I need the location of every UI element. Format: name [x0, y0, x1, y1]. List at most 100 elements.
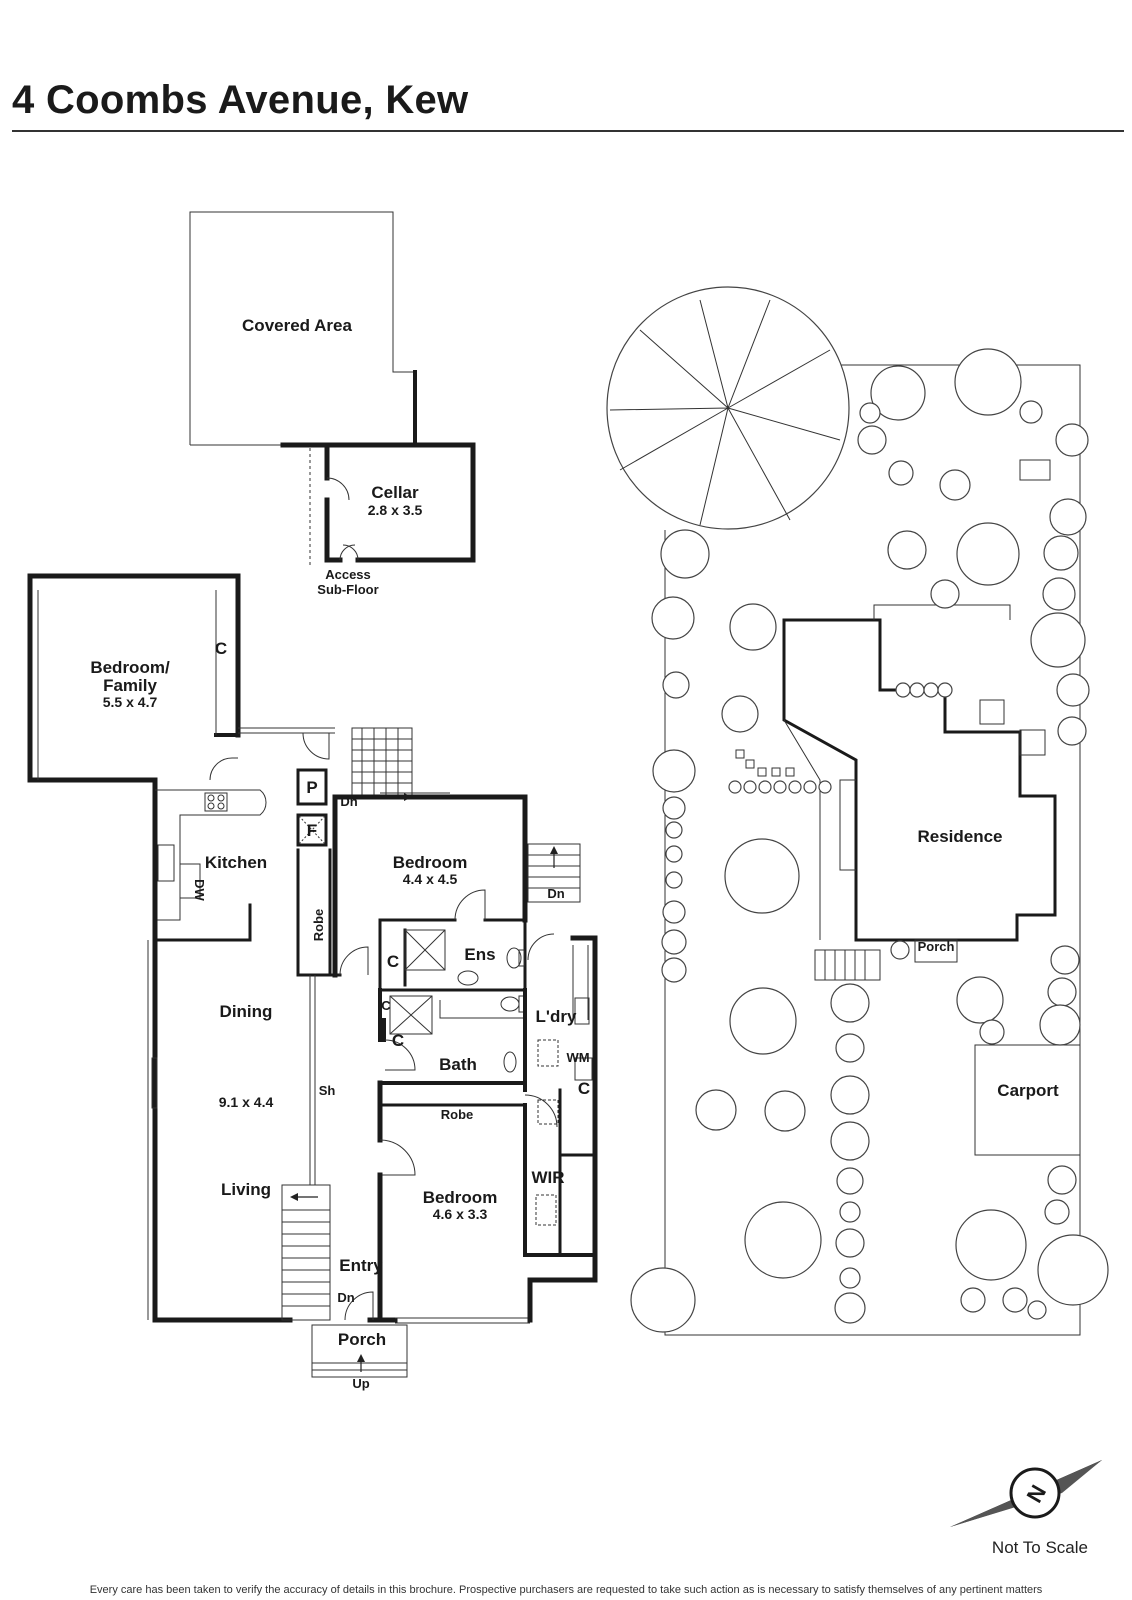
not-to-scale-label: Not To Scale — [991, 1538, 1088, 1557]
tree-icon — [764, 1090, 806, 1132]
tree-icon — [695, 1089, 737, 1131]
label-washing-machine: WM — [566, 1050, 589, 1065]
label-laundry: L'dry — [536, 1007, 577, 1026]
tree-icon — [662, 796, 686, 820]
label-dn-entry: Dn — [337, 1290, 354, 1305]
tree-icon — [830, 1121, 870, 1161]
label-dn-top: Dn — [340, 794, 357, 809]
stairs-dn-entry — [281, 1184, 331, 1321]
label-porch: Porch — [338, 1330, 386, 1349]
tree-icon — [1057, 716, 1087, 746]
tree-icon — [758, 780, 772, 794]
tree-icon — [1049, 498, 1087, 536]
large-tree-icon — [606, 286, 850, 530]
label-access: Access — [325, 567, 371, 582]
label-carport: Carport — [997, 1081, 1059, 1100]
tree-icon — [818, 780, 832, 794]
label-up: Up — [352, 1376, 369, 1391]
disclaimer-text: Every care has been taken to verify the … — [89, 1584, 1043, 1596]
tree-icon — [895, 682, 911, 698]
label-bedroom1-dim: 4.4 x 4.5 — [403, 871, 458, 887]
tree-icon — [724, 838, 800, 914]
tree-icon — [890, 940, 910, 960]
tree-icon — [939, 469, 971, 501]
tree-icon — [803, 780, 817, 794]
tree-icon — [665, 845, 683, 863]
tree-icon — [1019, 400, 1043, 424]
label-sub-floor: Sub-Floor — [317, 582, 378, 597]
tree-icon — [1030, 612, 1086, 668]
tree-icon — [960, 1287, 986, 1313]
tree-icon — [887, 530, 927, 570]
tree-icon — [956, 522, 1020, 586]
tree-icon — [660, 529, 710, 579]
site-plan: Residence Porch Carport — [606, 286, 1109, 1336]
label-bedroom1: Bedroom — [393, 853, 468, 872]
kitchen-bench — [155, 789, 267, 921]
label-cellar-dim: 2.8 x 3.5 — [368, 502, 423, 518]
tree-icon — [744, 1201, 822, 1279]
cellar-walls — [280, 442, 476, 563]
label-site-porch: Porch — [918, 939, 955, 954]
label-cellar: Cellar — [371, 483, 419, 502]
tree-icon — [870, 365, 926, 421]
tree-icon — [773, 780, 787, 794]
site-porch — [914, 939, 958, 963]
tree-icon — [1056, 673, 1090, 707]
tree-icon — [661, 929, 687, 955]
label-residence: Residence — [917, 827, 1002, 846]
tree-icon — [1050, 945, 1080, 975]
site-trees — [630, 348, 1109, 1333]
label-cupboard-laundry: C — [578, 1079, 590, 1098]
tree-icon — [1047, 977, 1077, 1007]
tree-icon — [836, 1167, 864, 1195]
tree-icon — [662, 671, 690, 699]
tree-icon — [1044, 1199, 1070, 1225]
tree-icon — [839, 1201, 861, 1223]
tree-icon — [1002, 1287, 1028, 1313]
label-shelves: Sh — [319, 1083, 336, 1098]
label-bath: Bath — [439, 1055, 477, 1074]
tree-icon — [923, 682, 939, 698]
tree-icon — [728, 780, 742, 794]
stairs-dn-side — [527, 843, 581, 903]
tree-icon — [652, 749, 696, 793]
label-cupboard-family: C — [215, 639, 227, 658]
tree-icon — [729, 603, 777, 651]
label-entry: Entry — [339, 1256, 383, 1275]
label-robe: Robe — [441, 1107, 474, 1122]
tree-icon — [662, 900, 686, 924]
tree-icon — [665, 821, 683, 839]
tree-icon — [729, 987, 797, 1055]
tree-icon — [930, 579, 960, 609]
label-cupboard-bath: C — [392, 1031, 404, 1050]
label-living: Living — [221, 1180, 271, 1199]
tree-icon — [955, 1209, 1027, 1281]
page-title: 4 Coombs Avenue, Kew — [12, 78, 469, 122]
label-wir: WIR — [531, 1168, 564, 1187]
label-ensuite: Ens — [464, 945, 495, 964]
tree-icon — [721, 695, 759, 733]
label-bedroom-family-1: Bedroom/ — [90, 658, 170, 677]
tree-icon — [1055, 423, 1089, 457]
tree-icon — [1037, 1234, 1109, 1306]
label-robe-vertical: Robe — [311, 909, 326, 942]
tree-icon — [956, 976, 1004, 1024]
tree-icon — [937, 682, 953, 698]
front-porch — [311, 1324, 408, 1378]
ensuite-walls — [378, 918, 527, 992]
tree-icon — [651, 596, 695, 640]
tree-icon — [835, 1033, 865, 1063]
label-pantry: P — [306, 778, 317, 797]
carport-outline — [974, 1044, 1081, 1156]
tree-icon — [839, 1267, 861, 1289]
tree-icon — [830, 1075, 870, 1115]
bedroom-family-walls — [27, 573, 241, 803]
tree-icon — [743, 780, 757, 794]
title-divider — [12, 130, 1124, 132]
tree-icon — [1039, 1004, 1081, 1046]
label-dining: Dining — [220, 1002, 273, 1021]
tree-icon — [857, 425, 887, 455]
label-bedroom-family-dim: 5.5 x 4.7 — [103, 694, 158, 710]
